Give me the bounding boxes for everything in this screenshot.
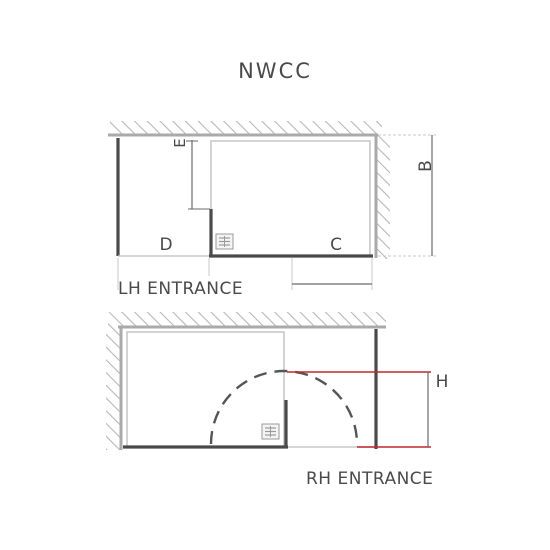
door-swing-arc <box>209 369 359 445</box>
dimension-d-label: D <box>159 235 172 255</box>
bottom-left-wall <box>106 326 120 450</box>
top-right-wall <box>376 135 390 259</box>
diagram-title: NWCC <box>238 59 312 83</box>
top-diagram: E D C B LH ENTRANCE <box>108 121 438 299</box>
dimension-c-label: C <box>330 235 342 255</box>
dimension-e-label: E <box>171 138 189 147</box>
drain-grate-icon <box>261 423 280 440</box>
dimension-c <box>117 258 373 290</box>
rh-entrance-label: RH ENTRANCE <box>306 469 433 489</box>
dimension-e <box>186 140 210 210</box>
bottom-diagram: H RH ENTRANCE <box>106 312 448 489</box>
dimension-b-label: B <box>416 160 436 172</box>
lh-entrance-label: LH ENTRANCE <box>118 279 243 299</box>
bottom-shower-tray <box>126 331 285 448</box>
dimension-h-label: H <box>436 372 449 392</box>
bottom-ceiling-wall <box>108 312 386 326</box>
dimension-b <box>378 134 438 257</box>
drain-grate-icon <box>215 233 234 250</box>
top-ceiling-wall <box>110 121 382 135</box>
top-shower-tray <box>210 140 371 257</box>
